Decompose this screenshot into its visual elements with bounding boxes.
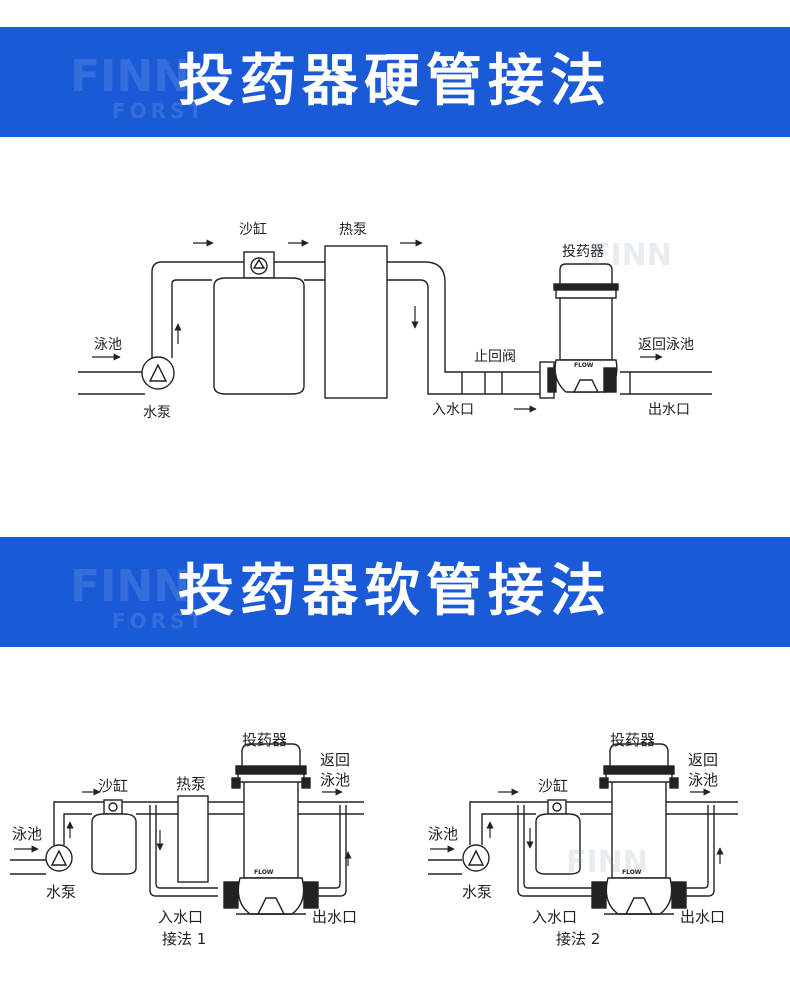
label-return-1: 返回 xyxy=(688,751,718,769)
label-heat-pump: 热泵 xyxy=(176,775,206,793)
pump-icon xyxy=(462,844,490,872)
pump-icon xyxy=(141,356,175,390)
label-pool: 泳池 xyxy=(12,825,42,843)
label-method: 接法 1 xyxy=(162,930,206,948)
label-return-pool: 返回泳池 xyxy=(638,337,694,353)
label-heat-pump: 热泵 xyxy=(339,222,367,238)
sand-filter-icon xyxy=(91,799,137,875)
banner-title: 投药器硬管接法 xyxy=(178,49,612,114)
diagram-soft-pipe-2: FLOW 泳池 水泵 沙缸 投药器 返回 泳池 入水口 出水口 接法 2 FIN… xyxy=(428,731,738,948)
label-feeder: 投药器 xyxy=(242,731,287,749)
flow-label: FLOW xyxy=(574,362,594,369)
watermark-logo-sub: FORST xyxy=(112,609,207,633)
watermark-finn: FINN xyxy=(566,845,648,880)
label-inlet: 入水口 xyxy=(158,908,203,926)
heat-pump-icon xyxy=(324,245,388,399)
label-sand-filter: 沙缸 xyxy=(239,221,267,238)
label-return-2: 泳池 xyxy=(320,771,350,789)
diagram-soft-pipe-1: FLOW 泳池 水泵 沙缸 热泵 投药器 返回 泳池 入水口 出水口 接法 1 xyxy=(10,731,364,948)
label-pump: 水泵 xyxy=(143,405,171,421)
watermark-finn: FINN xyxy=(590,238,672,273)
label-check-valve: 止回阀 xyxy=(474,349,516,365)
label-feeder: 投药器 xyxy=(610,731,655,749)
watermark-logo-sub: FORST xyxy=(112,99,207,123)
pump-icon xyxy=(45,844,73,872)
banner-title: 投药器软管接法 xyxy=(178,559,612,624)
label-outlet: 出水口 xyxy=(312,908,357,926)
sand-filter-icon xyxy=(213,251,305,395)
label-pump: 水泵 xyxy=(462,883,492,901)
heat-pump-icon xyxy=(177,795,209,883)
watermark-logo: FINN xyxy=(70,561,191,612)
label-outlet: 出水口 xyxy=(680,908,725,926)
label-return-1: 返回 xyxy=(320,751,350,769)
flow-label: FLOW xyxy=(254,869,274,876)
feeder-icon xyxy=(223,743,319,915)
label-method: 接法 2 xyxy=(556,930,600,948)
label-feeder: 投药器 xyxy=(562,244,604,260)
label-pump: 水泵 xyxy=(46,883,76,901)
label-sand-filter: 沙缸 xyxy=(98,777,128,795)
banner-soft-pipe: FINN FORST 投药器软管接法 xyxy=(0,537,790,647)
feeder-icon xyxy=(591,743,687,915)
banner-hard-pipe: FINN FORST 投药器硬管接法 xyxy=(0,27,790,137)
label-pool: 泳池 xyxy=(428,825,458,843)
flow-label: FLOW xyxy=(622,869,642,876)
label-return-2: 泳池 xyxy=(688,771,718,789)
label-inlet: 入水口 xyxy=(532,908,577,926)
feeder-icon xyxy=(539,263,619,399)
label-inlet: 入水口 xyxy=(432,402,474,418)
watermark-logo: FINN xyxy=(70,51,191,102)
sand-filter-icon xyxy=(535,799,581,875)
label-outlet: 出水口 xyxy=(648,402,690,418)
label-sand-filter: 沙缸 xyxy=(538,777,568,795)
label-pool: 泳池 xyxy=(94,337,122,353)
